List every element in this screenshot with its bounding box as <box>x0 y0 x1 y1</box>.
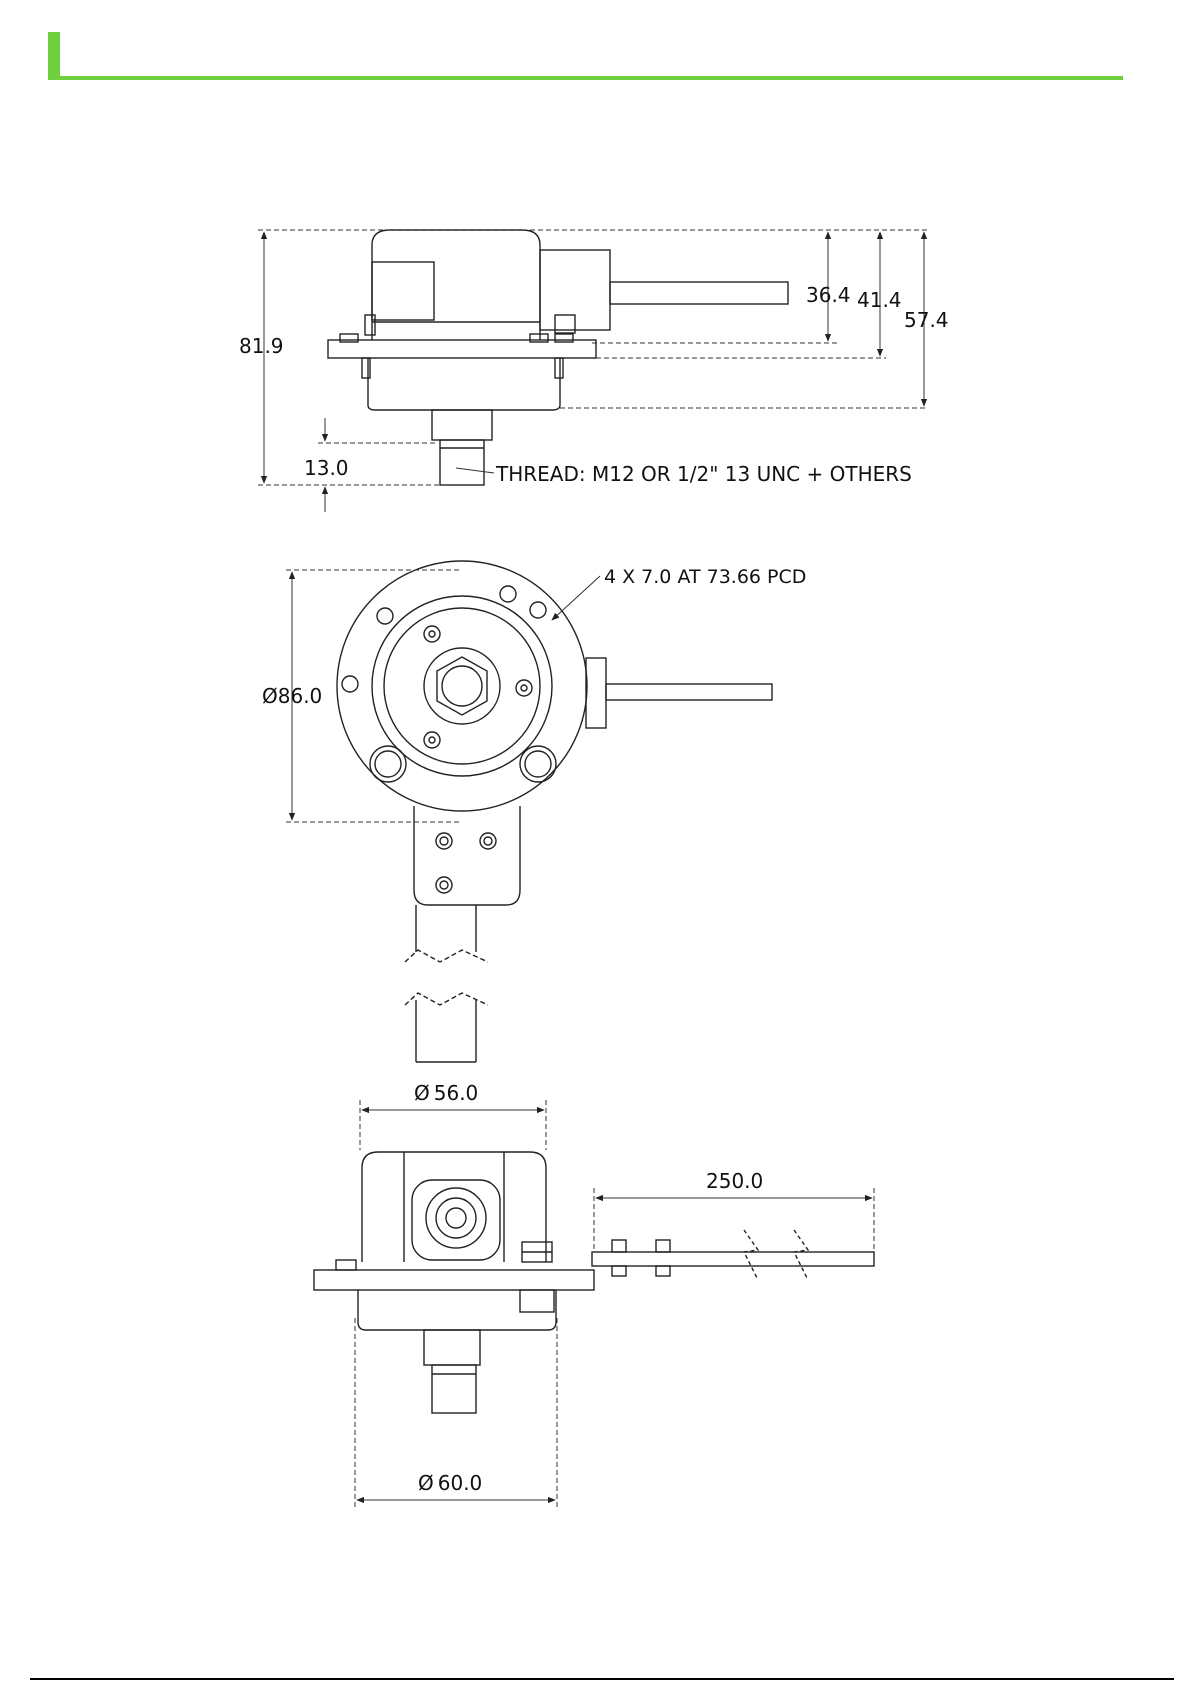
bracket-arm <box>592 1252 874 1266</box>
dim-arm-length: 250.0 <box>706 1169 763 1193</box>
dim-overall-height: 81.9 <box>239 334 284 358</box>
lower-body <box>358 1290 556 1330</box>
housing-body <box>362 1152 546 1262</box>
holes-note: 4 X 7.0 AT 73.66 PCD <box>604 566 806 588</box>
top-view-dimensions <box>286 570 600 822</box>
footer-rule <box>30 1678 1174 1680</box>
flange-plate <box>328 340 596 358</box>
outer-flange <box>337 561 587 811</box>
top-view <box>337 561 772 1062</box>
thread-stud <box>432 1365 476 1413</box>
dim-57-4: 57.4 <box>904 308 949 332</box>
pcd-hole <box>377 608 393 624</box>
dim-thread-length: 13.0 <box>304 456 349 480</box>
shaft <box>432 410 492 440</box>
pcd-hole <box>342 676 358 692</box>
thread-note: THREAD: M12 OR 1/2" 13 UNC + OTHERS <box>495 462 912 486</box>
dim-diameter-86: Ø86.0 <box>262 684 322 708</box>
cable <box>610 282 788 304</box>
dim-41-4: 41.4 <box>857 288 902 312</box>
pcd-hole <box>500 586 516 602</box>
lower-body <box>368 358 560 410</box>
housing-body <box>372 230 540 340</box>
bolt-nut <box>520 1290 554 1312</box>
shaft <box>424 1330 480 1365</box>
thread-stud <box>440 440 484 485</box>
front-view-dimensions <box>355 1100 874 1510</box>
flange-plate <box>314 1270 594 1290</box>
front-port <box>426 1188 486 1248</box>
pcd-hole <box>530 602 546 618</box>
cable <box>606 684 772 700</box>
dim-36-4: 36.4 <box>806 283 851 307</box>
connector <box>586 658 606 728</box>
bracket-arm <box>414 806 520 905</box>
housing-window <box>372 262 434 320</box>
